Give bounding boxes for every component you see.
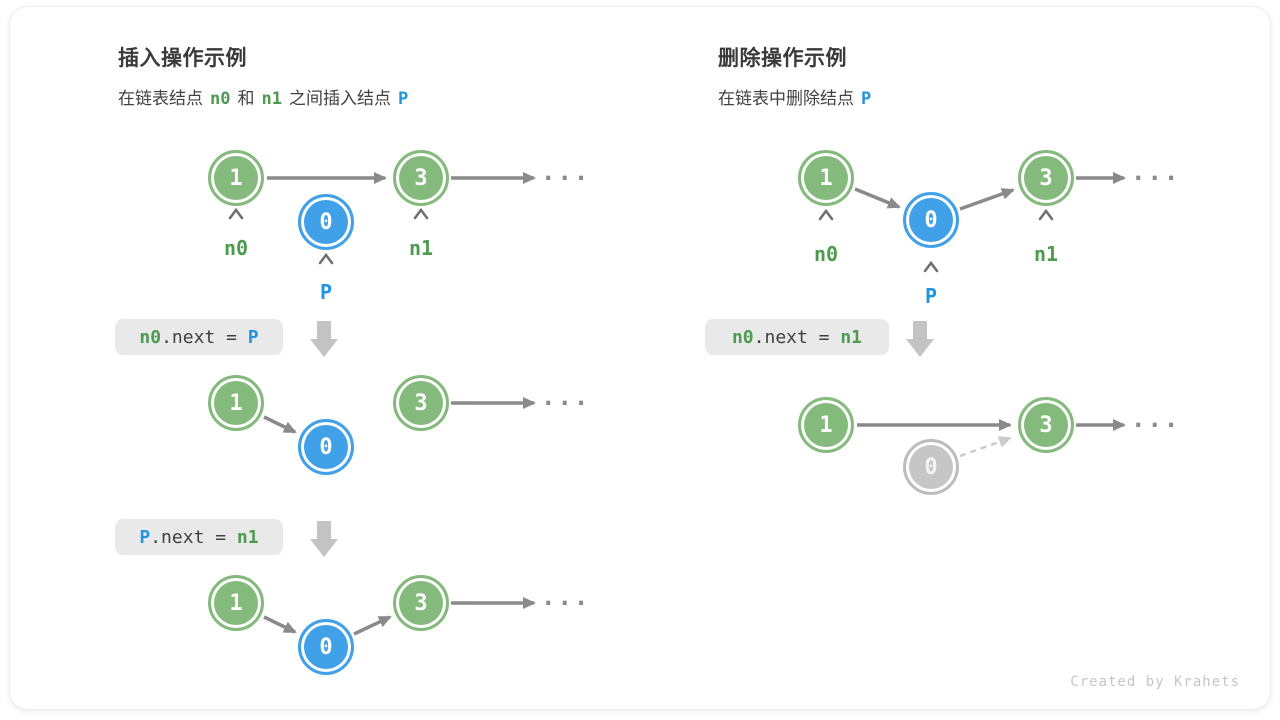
code-rhs: P — [247, 326, 259, 348]
node-value: 0 — [924, 207, 938, 233]
code-lhs: n0 — [139, 326, 162, 348]
delete-panel-subtitle: 在链表中删除结点 P — [718, 84, 878, 109]
subtitle-text: 和 — [237, 89, 255, 108]
node-n1: 3 — [1018, 397, 1074, 453]
code-op: .next = — [161, 326, 248, 348]
ellipsis: ... — [541, 383, 591, 411]
label-p: P — [924, 284, 938, 308]
node-value: 0 — [319, 434, 333, 460]
node-n0: 1 — [208, 575, 264, 631]
code-op: .next = — [753, 326, 841, 348]
node-n0: 1 — [798, 150, 854, 206]
insert-panel-title: 插入操作示例 — [118, 47, 247, 70]
node-n1: 3 — [393, 375, 449, 431]
label-n0: n0 — [223, 236, 249, 260]
credit-text: Created by Krahets — [1070, 674, 1240, 690]
delete-panel-title: 删除操作示例 — [718, 47, 847, 70]
ellipsis: ... — [541, 583, 591, 611]
ellipsis: ... — [541, 158, 591, 186]
code-n0-next-n1: n0 .next = n1 — [705, 319, 889, 355]
subtitle-text: 在链表中删除结点 — [718, 89, 854, 108]
code-rhs: n1 — [840, 326, 863, 348]
token-n0: n0 — [210, 89, 231, 109]
node-value: 0 — [319, 634, 333, 660]
node-p-removed: 0 — [903, 439, 959, 495]
code-op: .next = — [150, 526, 237, 548]
node-p: 0 — [903, 192, 959, 248]
token-p: P — [397, 89, 409, 109]
node-value: 3 — [414, 590, 428, 616]
node-n1: 3 — [393, 575, 449, 631]
node-p: 0 — [298, 419, 354, 475]
node-value: 3 — [414, 165, 428, 191]
code-n0-next-p: n0 .next = P — [115, 319, 283, 355]
token-p: P — [861, 89, 872, 109]
subtitle-text: 在链表结点 — [118, 89, 203, 108]
label-n1: n1 — [1033, 242, 1059, 266]
node-value: 3 — [1039, 165, 1053, 191]
node-n1: 3 — [1018, 150, 1074, 206]
node-value: 3 — [414, 390, 428, 416]
node-n0: 1 — [208, 150, 264, 206]
node-value: 1 — [819, 412, 833, 438]
node-p: 0 — [298, 619, 354, 675]
node-p: 0 — [298, 194, 354, 250]
node-n0: 1 — [798, 397, 854, 453]
code-lhs: P — [139, 526, 151, 548]
node-n1: 3 — [393, 150, 449, 206]
node-value: 1 — [229, 590, 243, 616]
node-value: 1 — [819, 165, 833, 191]
node-value: 0 — [319, 209, 333, 235]
ellipsis: ... — [1131, 158, 1181, 186]
code-lhs: n0 — [731, 326, 754, 348]
label-n0: n0 — [813, 242, 839, 266]
node-value: 3 — [1039, 412, 1053, 438]
node-value: 0 — [924, 454, 938, 480]
label-n1: n1 — [408, 236, 434, 260]
label-p: P — [319, 280, 333, 304]
subtitle-text: 之间插入结点 — [288, 89, 391, 108]
node-value: 1 — [229, 165, 243, 191]
node-value: 1 — [229, 390, 243, 416]
code-p-next-n1: P .next = n1 — [115, 519, 283, 555]
insert-panel-subtitle: 在链表结点 n0 和 n1 之间插入结点 P — [118, 84, 415, 109]
code-rhs: n1 — [236, 526, 259, 548]
token-n1: n1 — [261, 89, 282, 109]
node-n0: 1 — [208, 375, 264, 431]
ellipsis: ... — [1131, 405, 1181, 433]
diagram-card — [9, 6, 1271, 710]
